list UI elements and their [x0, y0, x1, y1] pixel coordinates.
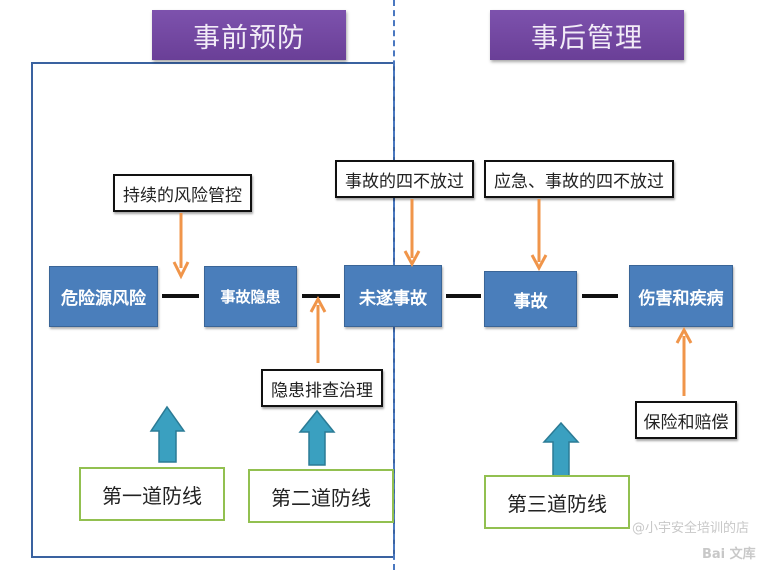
note-emergency-four-nots: 应急、事故的四不放过 — [484, 160, 674, 198]
note-hazard-investigation: 隐患排查治理 — [261, 369, 383, 407]
watermark-author: @小宇安全培训的店 — [632, 521, 750, 536]
block-arrow-first-defense-icon — [149, 405, 186, 463]
header-post-management: 事后管理 — [490, 10, 684, 60]
connector-1 — [162, 294, 199, 298]
defense-third: 第三道防线 — [484, 475, 630, 529]
stage-near-miss: 未遂事故 — [344, 265, 442, 327]
arrow-down-risk-control-icon — [172, 213, 190, 280]
arrow-down-near-miss-icon — [403, 199, 421, 268]
connector-3 — [446, 294, 481, 298]
note-near-miss-four-nots: 事故的四不放过 — [335, 160, 474, 198]
connector-4 — [582, 294, 618, 298]
arrow-up-insurance-icon — [675, 326, 693, 396]
defense-first: 第一道防线 — [79, 467, 225, 521]
block-arrow-third-defense-icon — [542, 421, 580, 477]
defense-second: 第二道防线 — [248, 469, 394, 523]
note-continuous-risk-control: 持续的风险管控 — [113, 174, 252, 212]
stage-accident-hazard: 事故隐患 — [204, 266, 297, 327]
watermark-brand: Bai 文库 — [702, 547, 756, 562]
stage-injury-illness: 伤害和疾病 — [629, 265, 733, 327]
block-arrow-second-defense-icon — [298, 409, 336, 466]
header-prevention: 事前预防 — [152, 10, 346, 60]
arrow-down-accident-icon — [530, 199, 548, 272]
note-insurance-compensation: 保险和赔偿 — [635, 401, 737, 439]
connector-2 — [302, 294, 340, 298]
arrow-up-hazard-investigation-icon — [309, 295, 327, 363]
stage-hazard-risk: 危险源风险 — [49, 266, 158, 327]
stage-accident: 事故 — [484, 271, 577, 327]
